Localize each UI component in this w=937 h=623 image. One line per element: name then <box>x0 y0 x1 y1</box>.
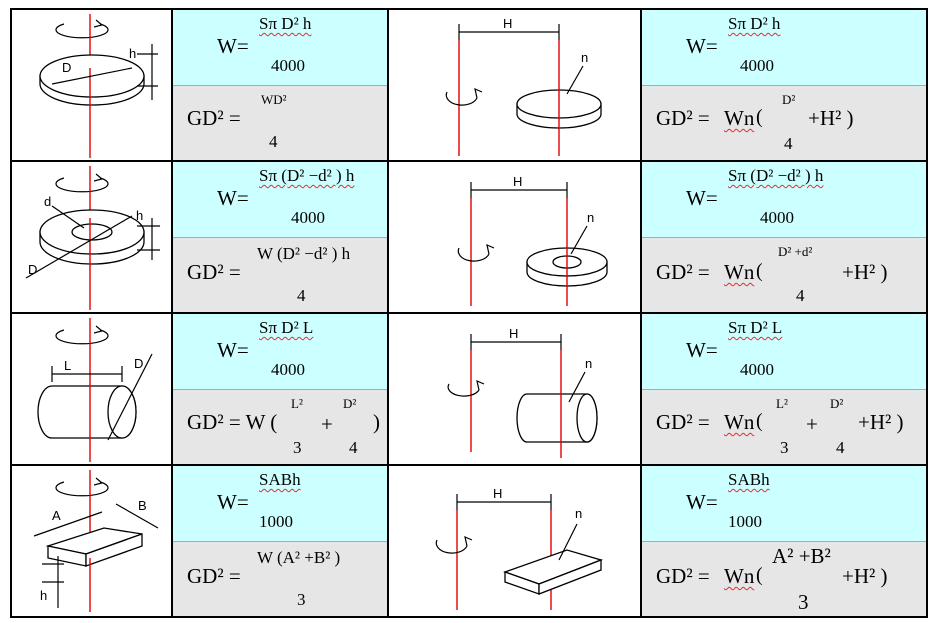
rotation-arrow-icon <box>55 177 109 193</box>
row-divider <box>12 312 926 314</box>
diagram-label: B <box>138 498 147 513</box>
diagram-label: h <box>136 208 143 223</box>
table-row-ring: d h D W= Sπ (D² −d² ) h 4000 GD² = W (D²… <box>12 162 926 312</box>
numerator: SABh <box>259 470 301 489</box>
shape-diagram-plate: A B h <box>12 466 173 616</box>
rotation-arrow-icon <box>435 539 468 554</box>
axis-label: n <box>585 356 592 371</box>
denominator: 4000 <box>271 56 305 75</box>
table-row-disk: D h W= Sπ D² h 4000 GD² = WD² 4 <box>12 10 926 160</box>
rotation-arrow-icon <box>445 91 478 106</box>
weight-formula: W= Sπ (D² −d² ) h 4000 <box>642 162 926 237</box>
weight-formula: W= Sπ D² h 4000 <box>642 10 926 85</box>
weight-formula-cell: W= Sπ D² L 4000 GD² = W ( L² 3 + D² 4 ) <box>173 314 389 464</box>
shape-diagram-ring: d h D <box>12 162 173 312</box>
axis-label: n <box>587 210 594 225</box>
gd2-offset-formula: GD² = Wn ( D² +d² 4 +H² ) <box>642 237 926 312</box>
rotation-arrow-icon <box>55 481 109 497</box>
rotation-arrow-icon <box>457 247 490 262</box>
denominator: 4000 <box>760 208 794 227</box>
shape-diagram-disk: D h <box>12 10 173 160</box>
denominator: 1000 <box>259 512 293 531</box>
diagram-label: d <box>44 194 51 209</box>
numerator: W (A² +B² ) <box>257 548 341 567</box>
offset-rotation-diagram: H n <box>389 314 642 464</box>
weight-formula: W= Sπ D² L 4000 <box>642 314 926 389</box>
diagram-label: A <box>52 508 61 523</box>
offset-rotation-diagram: H n <box>389 162 642 312</box>
numerator: Sπ (D² −d² ) h <box>728 166 824 185</box>
weight-formula: W= SABh 1000 <box>173 466 387 541</box>
rotation-arrow-icon <box>55 23 109 39</box>
denominator: 4000 <box>291 208 325 227</box>
diagram-label: D <box>28 262 37 277</box>
axis-label: n <box>581 50 588 65</box>
diagram-label: D <box>134 356 143 371</box>
numerator: Sπ D² L <box>728 318 783 337</box>
numerator: SABh <box>728 470 770 489</box>
denominator: 4000 <box>271 360 305 379</box>
numerator: W (D² −d² ) h <box>257 244 351 263</box>
denominator: 1000 <box>728 512 762 531</box>
numerator: Sπ D² h <box>259 14 312 33</box>
offset-rotation-diagram: H n <box>389 10 642 160</box>
gd2-formula-table: D h W= Sπ D² h 4000 GD² = WD² 4 <box>10 8 928 618</box>
weight-formula-cell: W= SABh 1000 GD² = W (A² +B² ) 3 <box>173 466 389 616</box>
diagram-label: h <box>129 46 136 61</box>
weight-formula-cell: W= Sπ D² h 4000 GD² = WD² 4 <box>173 10 389 160</box>
offset-gd2-cell: W= Sπ D² h 4000 GD² = Wn ( D² 4 +H² ) <box>642 10 926 160</box>
numerator: Sπ (D² −d² ) h <box>259 166 355 185</box>
gd2-offset-formula: GD² = Wn ( L² 3 + D² 4 +H² ) <box>642 389 926 464</box>
distance-label: H <box>509 326 518 341</box>
numerator: Sπ D² h <box>728 14 781 33</box>
offset-gd2-cell: W= Sπ (D² −d² ) h 4000 GD² = Wn ( D² +d²… <box>642 162 926 312</box>
offset-rotation-diagram: H n <box>389 466 642 616</box>
denominator: 3 <box>297 590 306 609</box>
gd2-formula: GD² = W (D² −d² ) h 4 <box>173 237 387 312</box>
numerator: Sπ D² L <box>259 318 314 337</box>
diagram-label: L <box>64 358 71 373</box>
denominator: 4000 <box>740 56 774 75</box>
weight-formula-cell: W= Sπ (D² −d² ) h 4000 GD² = W (D² −d² )… <box>173 162 389 312</box>
offset-gd2-cell: W= SABh 1000 GD² = Wn ( A² +B² 3 +H² ) <box>642 466 926 616</box>
diagram-label: h <box>40 588 47 603</box>
distance-label: H <box>513 174 522 189</box>
denominator: 4 <box>269 132 278 151</box>
table-row-cylinder: L D W= Sπ D² L 4000 GD² = W ( L² 3 + D² … <box>12 314 926 464</box>
rotation-arrow-icon <box>447 383 480 397</box>
gd2-offset-formula: GD² = Wn ( D² 4 +H² ) <box>642 85 926 160</box>
table-row-plate: A B h W= SABh 1000 GD² = W (A² +B² ) 3 <box>12 466 926 616</box>
numerator: WD² <box>261 92 287 107</box>
gd2-formula: GD² = W ( L² 3 + D² 4 ) <box>173 389 387 464</box>
shape-diagram-cylinder: L D <box>12 314 173 464</box>
denominator: 4 <box>297 286 306 305</box>
weight-formula: W= Sπ D² L 4000 <box>173 314 387 389</box>
distance-label: H <box>503 16 512 31</box>
weight-formula: W= Sπ (D² −d² ) h 4000 <box>173 162 387 237</box>
diagram-label: D <box>62 60 71 75</box>
gd2-formula: GD² = W (A² +B² ) 3 <box>173 541 387 616</box>
axis-label: n <box>575 506 582 521</box>
weight-formula: W= Sπ D² h 4000 <box>173 10 387 85</box>
denominator: 4000 <box>740 360 774 379</box>
weight-formula: W= SABh 1000 <box>642 466 926 541</box>
gd2-formula: GD² = WD² 4 <box>173 85 387 160</box>
offset-gd2-cell: W= Sπ D² L 4000 GD² = Wn ( L² 3 + D² 4 +… <box>642 314 926 464</box>
distance-label: H <box>493 486 502 501</box>
row-divider <box>12 464 926 466</box>
rotation-arrow-icon <box>55 329 109 345</box>
row-divider <box>12 160 926 162</box>
gd2-offset-formula: GD² = Wn ( A² +B² 3 +H² ) <box>642 541 926 616</box>
